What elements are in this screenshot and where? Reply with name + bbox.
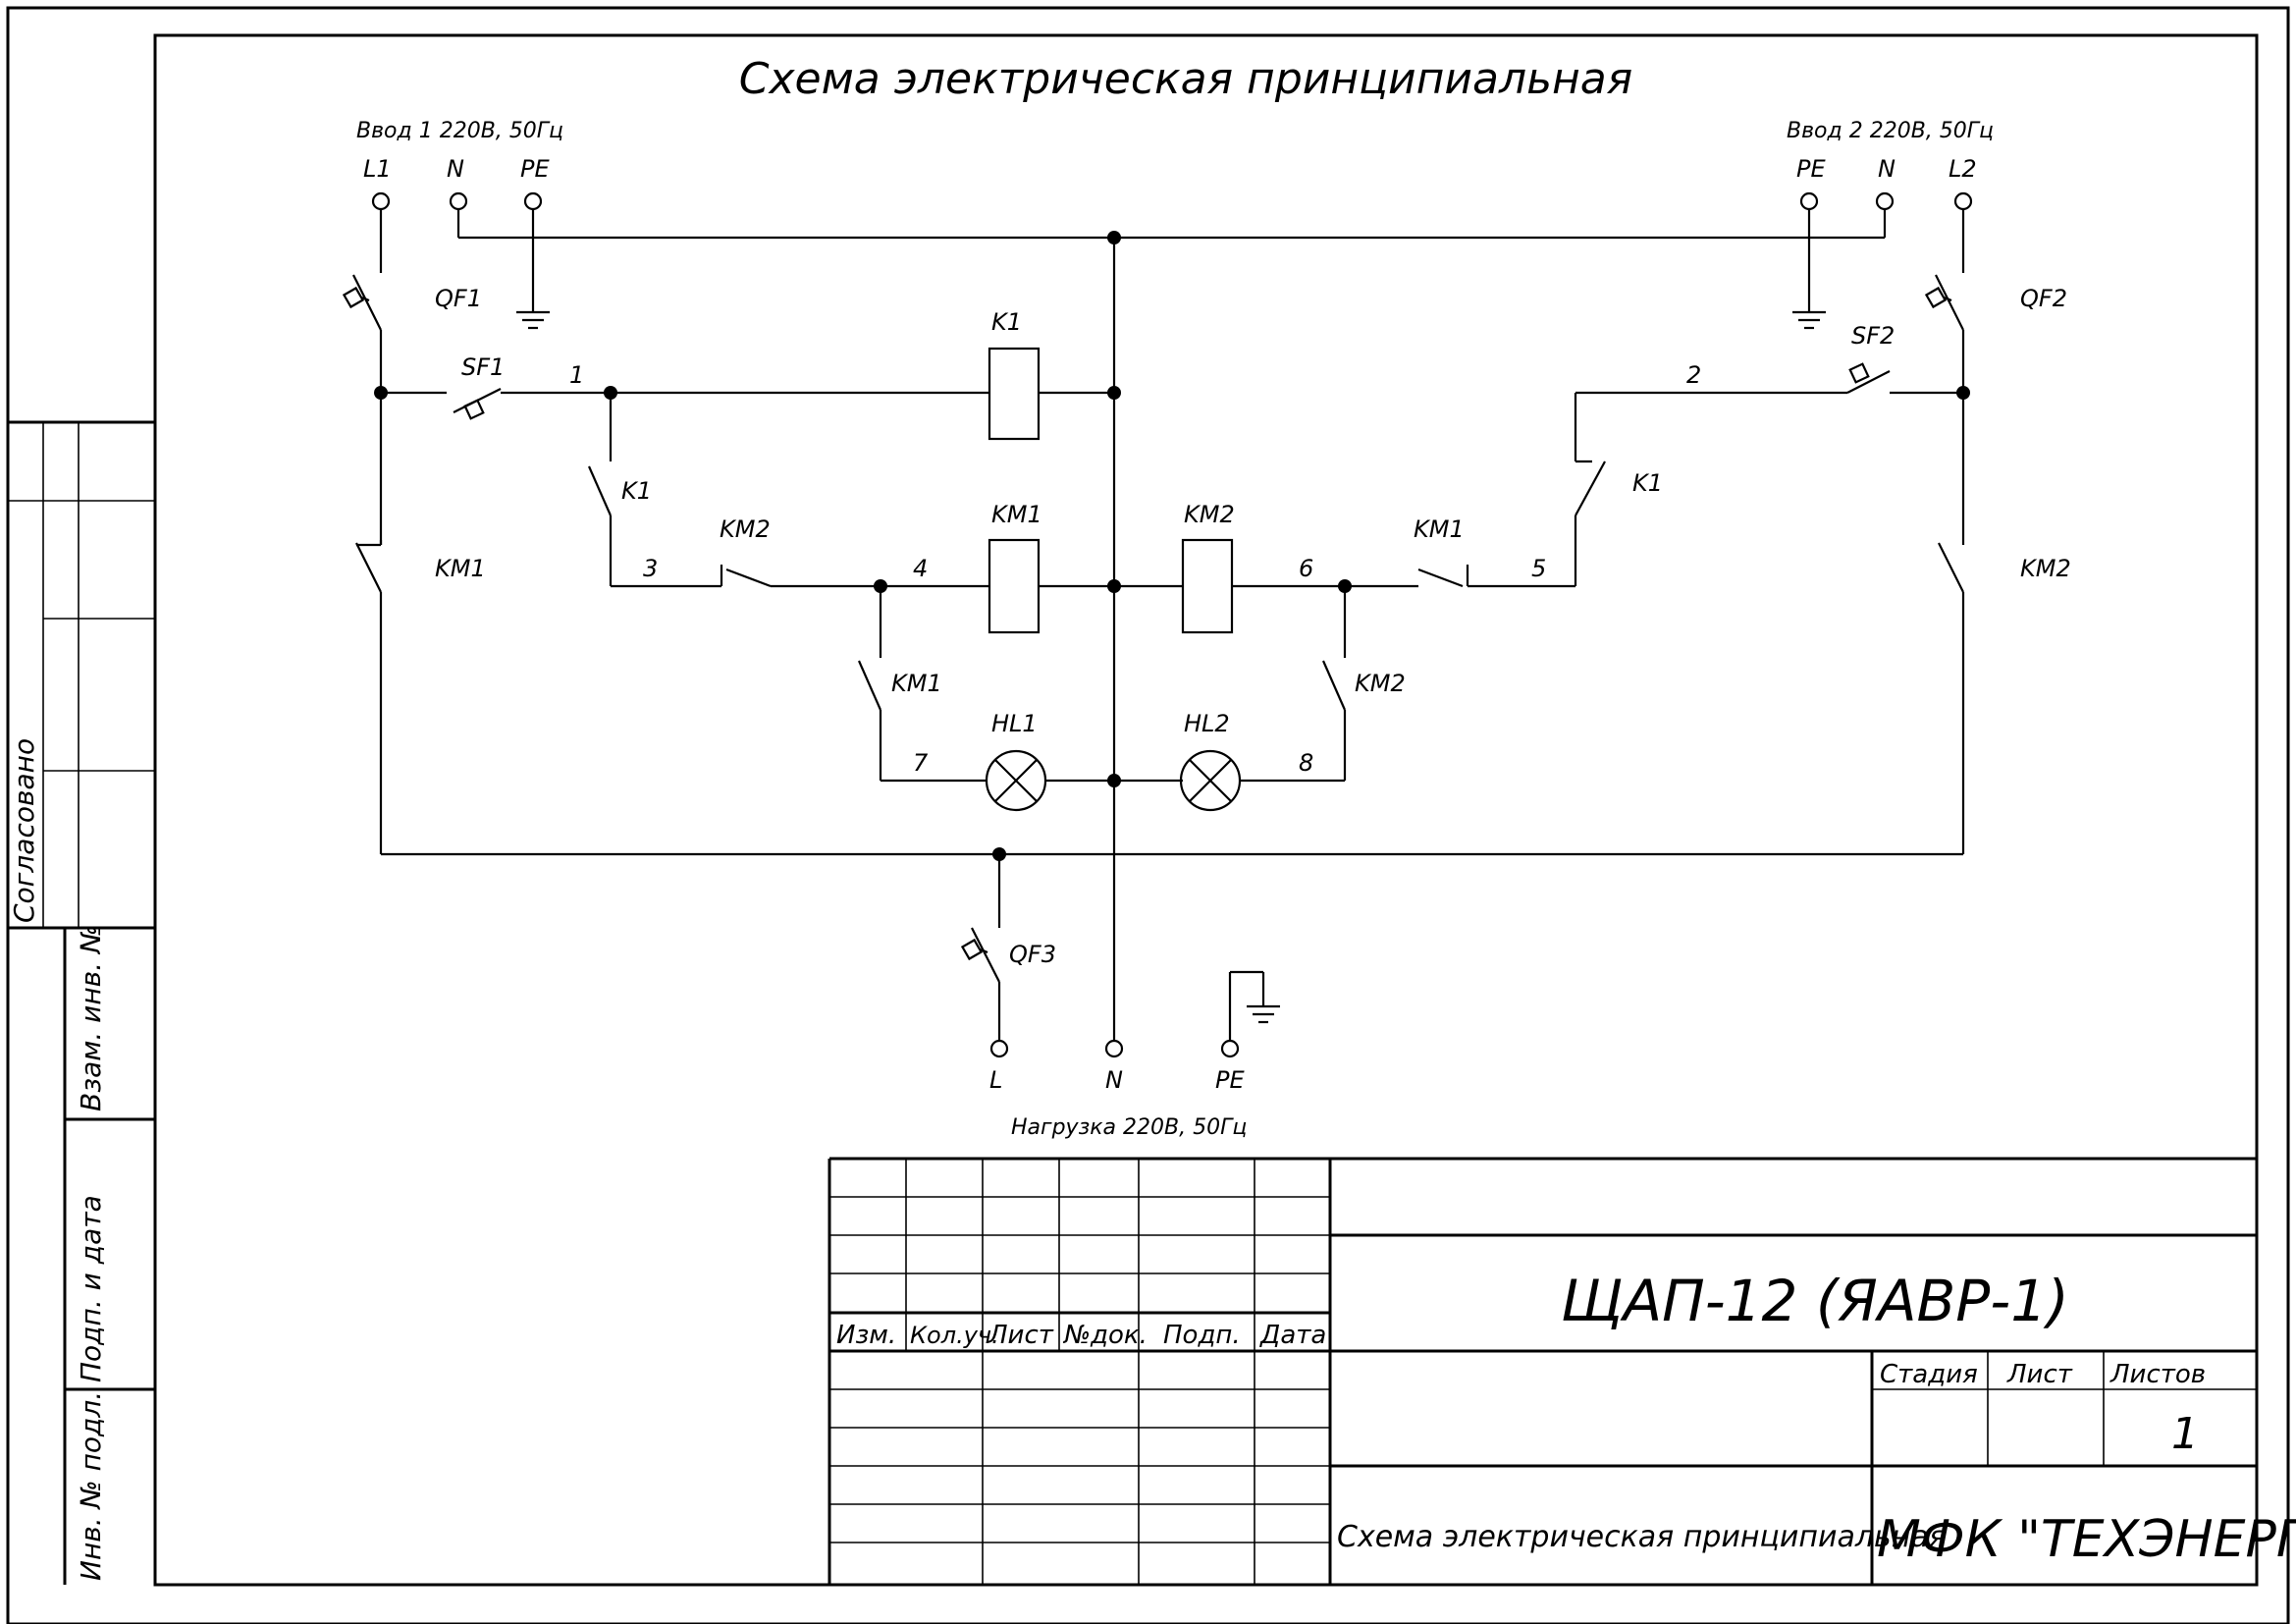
drawing-frame	[6, 6, 2290, 1624]
qf1-label: QF1	[435, 285, 482, 312]
rev-header-docno: №док.	[1062, 1321, 1148, 1350]
load-n-label: N	[1105, 1066, 1123, 1094]
wire-3-label: 3	[643, 555, 658, 582]
load-pe-label: PE	[1215, 1066, 1245, 1094]
side-stamp: Согласовано Взам. инв. № Подп. и дата Ин…	[8, 420, 155, 1585]
rev-header-sign: Подп.	[1163, 1321, 1241, 1350]
sf1-label: SF1	[461, 353, 505, 381]
input2-caption: Ввод 2 220В, 50Гц	[1787, 119, 1994, 143]
k1-contact-right-label: K1	[1632, 469, 1663, 497]
side-stamp-agreed: Согласовано	[8, 738, 40, 923]
sf2-label: SF2	[1851, 322, 1895, 350]
side-stamp-inv-orig: Инв. № подл.	[75, 1391, 107, 1581]
sheets-count: 1	[2171, 1409, 2199, 1459]
input2-l-label: L2	[1949, 155, 1977, 183]
qf2-label: QF2	[2020, 285, 2067, 312]
side-stamp-inv-replace: Взам. инв. №	[75, 925, 107, 1111]
sheet-label: Лист	[2006, 1360, 2073, 1389]
hl2-label: HL2	[1184, 710, 1230, 737]
km1-main-label: KM1	[435, 555, 486, 582]
wire-6-label: 6	[1299, 555, 1313, 582]
km2-lamp-contact-label: KM2	[1355, 670, 1406, 697]
wire-5-label: 5	[1531, 555, 1546, 582]
km2-interlock-label: KM2	[720, 515, 771, 543]
title-block	[828, 1157, 2257, 1585]
k1-coil-label: K1	[991, 308, 1022, 336]
wire-4-label: 4	[913, 555, 928, 582]
input1-l-label: L1	[363, 155, 392, 183]
wire-8-label: 8	[1299, 749, 1313, 777]
wire-2-label: 2	[1686, 361, 1701, 389]
diagram-title: Схема электрическая принципиальная	[739, 54, 1633, 104]
designation: ЩАП-12 (ЯАВР-1)	[1561, 1268, 2069, 1334]
input2-pe-label: PE	[1796, 155, 1826, 183]
load-caption: Нагрузка 220В, 50Гц	[1011, 1115, 1247, 1140]
hl1-label: HL1	[991, 710, 1038, 737]
schematic-wiring	[342, 191, 1973, 1058]
input1-pe-label: PE	[520, 155, 550, 183]
rev-header-sheet: Лист	[988, 1321, 1054, 1350]
stage-label: Стадия	[1880, 1360, 1978, 1389]
km1-coil-label: KM1	[991, 501, 1042, 528]
load-l-label: L	[989, 1066, 1002, 1094]
qf3-label: QF3	[1009, 941, 1056, 968]
k1-contact-left-label: K1	[621, 477, 652, 505]
rev-header-count: Кол.уч.	[910, 1322, 999, 1349]
sheets-label: Листов	[2109, 1360, 2206, 1389]
input2-n-label: N	[1878, 155, 1896, 183]
company-name: МФК "ТЕХЭНЕРГО"	[1877, 1510, 2296, 1569]
wire-1-label: 1	[569, 361, 584, 389]
km2-main-label: KM2	[2020, 555, 2071, 582]
km1-interlock-label: KM1	[1414, 515, 1465, 543]
doc-name: Схема электрическая принципиальная	[1337, 1520, 1947, 1554]
rev-header-date: Дата	[1259, 1321, 1326, 1350]
side-stamp-sign-date: Подп. и дата	[75, 1195, 107, 1382]
km2-coil-label: KM2	[1184, 501, 1235, 528]
input1-caption: Ввод 1 220В, 50Гц	[356, 119, 563, 143]
wire-7-label: 7	[913, 749, 929, 777]
km1-lamp-contact-label: KM1	[891, 670, 942, 697]
rev-header-change: Изм.	[836, 1321, 896, 1350]
input1-n-label: N	[447, 155, 464, 183]
